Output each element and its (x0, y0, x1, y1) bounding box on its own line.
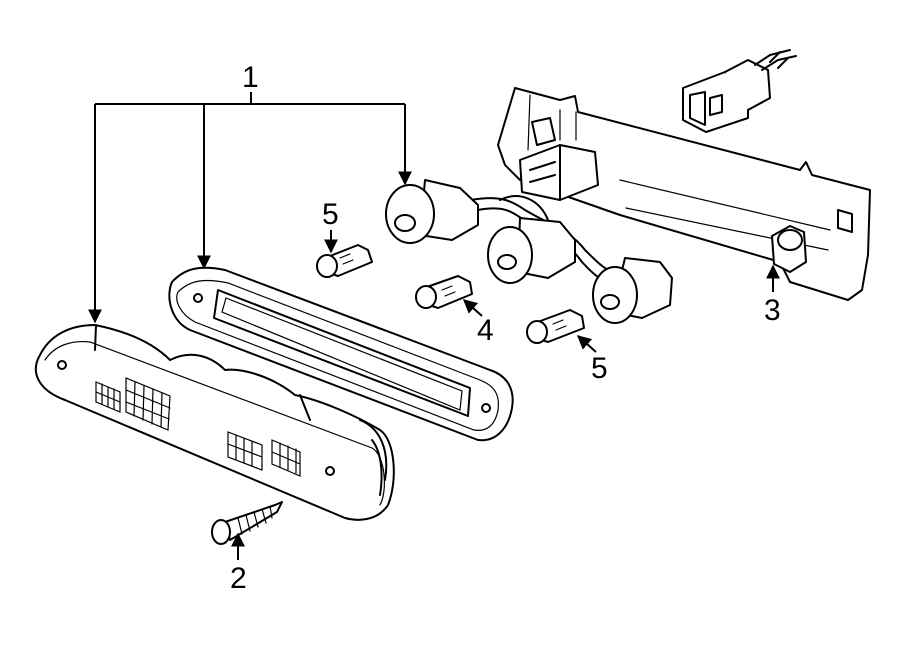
bulb-upper-5 (316, 244, 373, 278)
bulb-lower-5 (526, 309, 585, 344)
callout-2: 2 (230, 562, 247, 595)
screw (211, 501, 283, 545)
bulb-4 (415, 275, 473, 309)
callout-5-upper: 5 (322, 198, 339, 231)
lens-pattern (95, 377, 301, 477)
callout-3: 3 (764, 294, 781, 327)
connector (682, 49, 797, 133)
callout-5-lower: 5 (591, 352, 608, 385)
callout-1: 1 (242, 61, 259, 94)
grommet (771, 225, 807, 273)
callout-1-leaders (88, 92, 412, 324)
socket-harness (385, 144, 673, 324)
callout-4-leader (462, 299, 483, 317)
callout-4: 4 (477, 314, 494, 347)
lamp-housing (35, 324, 395, 521)
callout-5b-leader (576, 335, 597, 353)
